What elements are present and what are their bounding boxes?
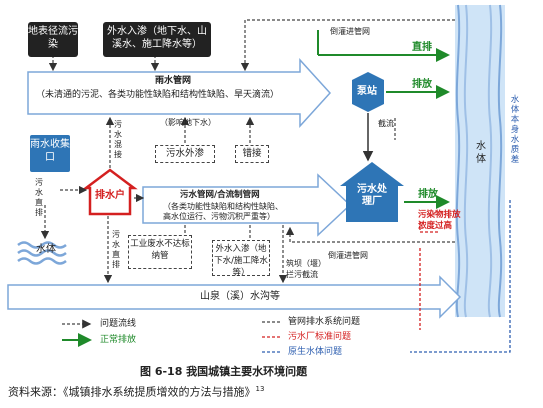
stream-label: 山泉（溪）水沟等 <box>200 291 280 302</box>
water-quality-label: 水体本身水质差 <box>510 95 520 165</box>
sewer-title: 污水管网/合流制管网 <box>180 190 260 200</box>
rain-pipe-note: （影响地下水） <box>160 118 216 127</box>
sewage-mix-label: 污水混接 <box>114 120 122 159</box>
river-waves <box>455 4 505 318</box>
stream-arrow <box>7 275 462 319</box>
rain-pipe-desc: （未清通的污泥、各类功能性缺陷和结构性缺陷、旱天滴流） <box>36 90 280 100</box>
infiltration-box: 外水入渗（地下水、山溪水、施工降水等） <box>103 22 211 57</box>
sewer-pipe-arrow <box>142 173 352 237</box>
legend-plant-problem: 污水厂标准问题 <box>288 332 352 342</box>
sewer-desc-1: （各类功能性缺陷和结构性缺陷、 <box>163 202 283 211</box>
discharge-label-pump: 排放 <box>412 79 432 90</box>
intercept-label: 截流 <box>378 119 394 128</box>
wwtp-label: 污水处理厂 <box>357 184 387 207</box>
dam-label: 筑坝（堰）拦污截流 <box>286 259 326 279</box>
left-waves <box>17 241 67 265</box>
sewage-direct-left-label: 污水直排 <box>35 178 43 217</box>
sewage-direct-mid-label: 污水直排 <box>112 230 120 269</box>
backflow-label-bottom: 倒灌进管网 <box>328 251 368 260</box>
industrial-box: 工业废水不达标纳管 <box>128 235 192 269</box>
sewage-exfiltration-box: 污水外渗 <box>155 145 215 163</box>
legend-pipe-problem: 管网排水系统问题 <box>288 317 361 327</box>
rain-pipe-title: 雨水管网 <box>155 76 192 86</box>
source-line: 资料来源：《城镇排水系统提质增效的方法与措施》13 <box>8 384 264 398</box>
sewer-desc-2: 高水位运行、污物沉积严重等） <box>163 212 275 221</box>
left-water-body-label: 水体 <box>36 244 56 255</box>
drainer-house <box>82 168 138 216</box>
rain-pipe-arrow <box>27 58 332 128</box>
pump-label: 泵站 <box>357 86 377 97</box>
river-water-body-label: 水体 <box>476 141 486 165</box>
surface-runoff-box: 地表径流污染 <box>28 22 78 57</box>
figure-caption: 图 6-18 我国城镇主要水环境问题 <box>140 365 308 378</box>
legend-raw-water-problem: 原生水体问题 <box>288 347 343 357</box>
misconnection-box: 错接 <box>235 145 269 163</box>
direct-discharge-label: 直排 <box>412 42 432 53</box>
discharge-label-wwtp: 排放 <box>418 189 438 200</box>
source-ref: 13 <box>255 385 265 393</box>
legend-normal-discharge: 正常排放 <box>100 335 137 345</box>
wwtp-house <box>340 162 404 222</box>
rain-inlet-box: 雨水收集口 <box>30 135 70 172</box>
backflow-label-top: 倒灌进管网 <box>330 27 370 36</box>
pollutant-exceed-label: 污染物排放浓度过高 <box>418 210 461 231</box>
infiltration2-box: 外水入渗（地下水/施工降水等） <box>212 240 270 278</box>
pump-hexagon <box>352 72 384 112</box>
legend-problem-flow: 问题流线 <box>100 319 137 329</box>
source-text: 资料来源：《城镇排水系统提质增效的方法与措施》 <box>8 385 256 399</box>
drainer-label: 排水户 <box>95 190 125 201</box>
